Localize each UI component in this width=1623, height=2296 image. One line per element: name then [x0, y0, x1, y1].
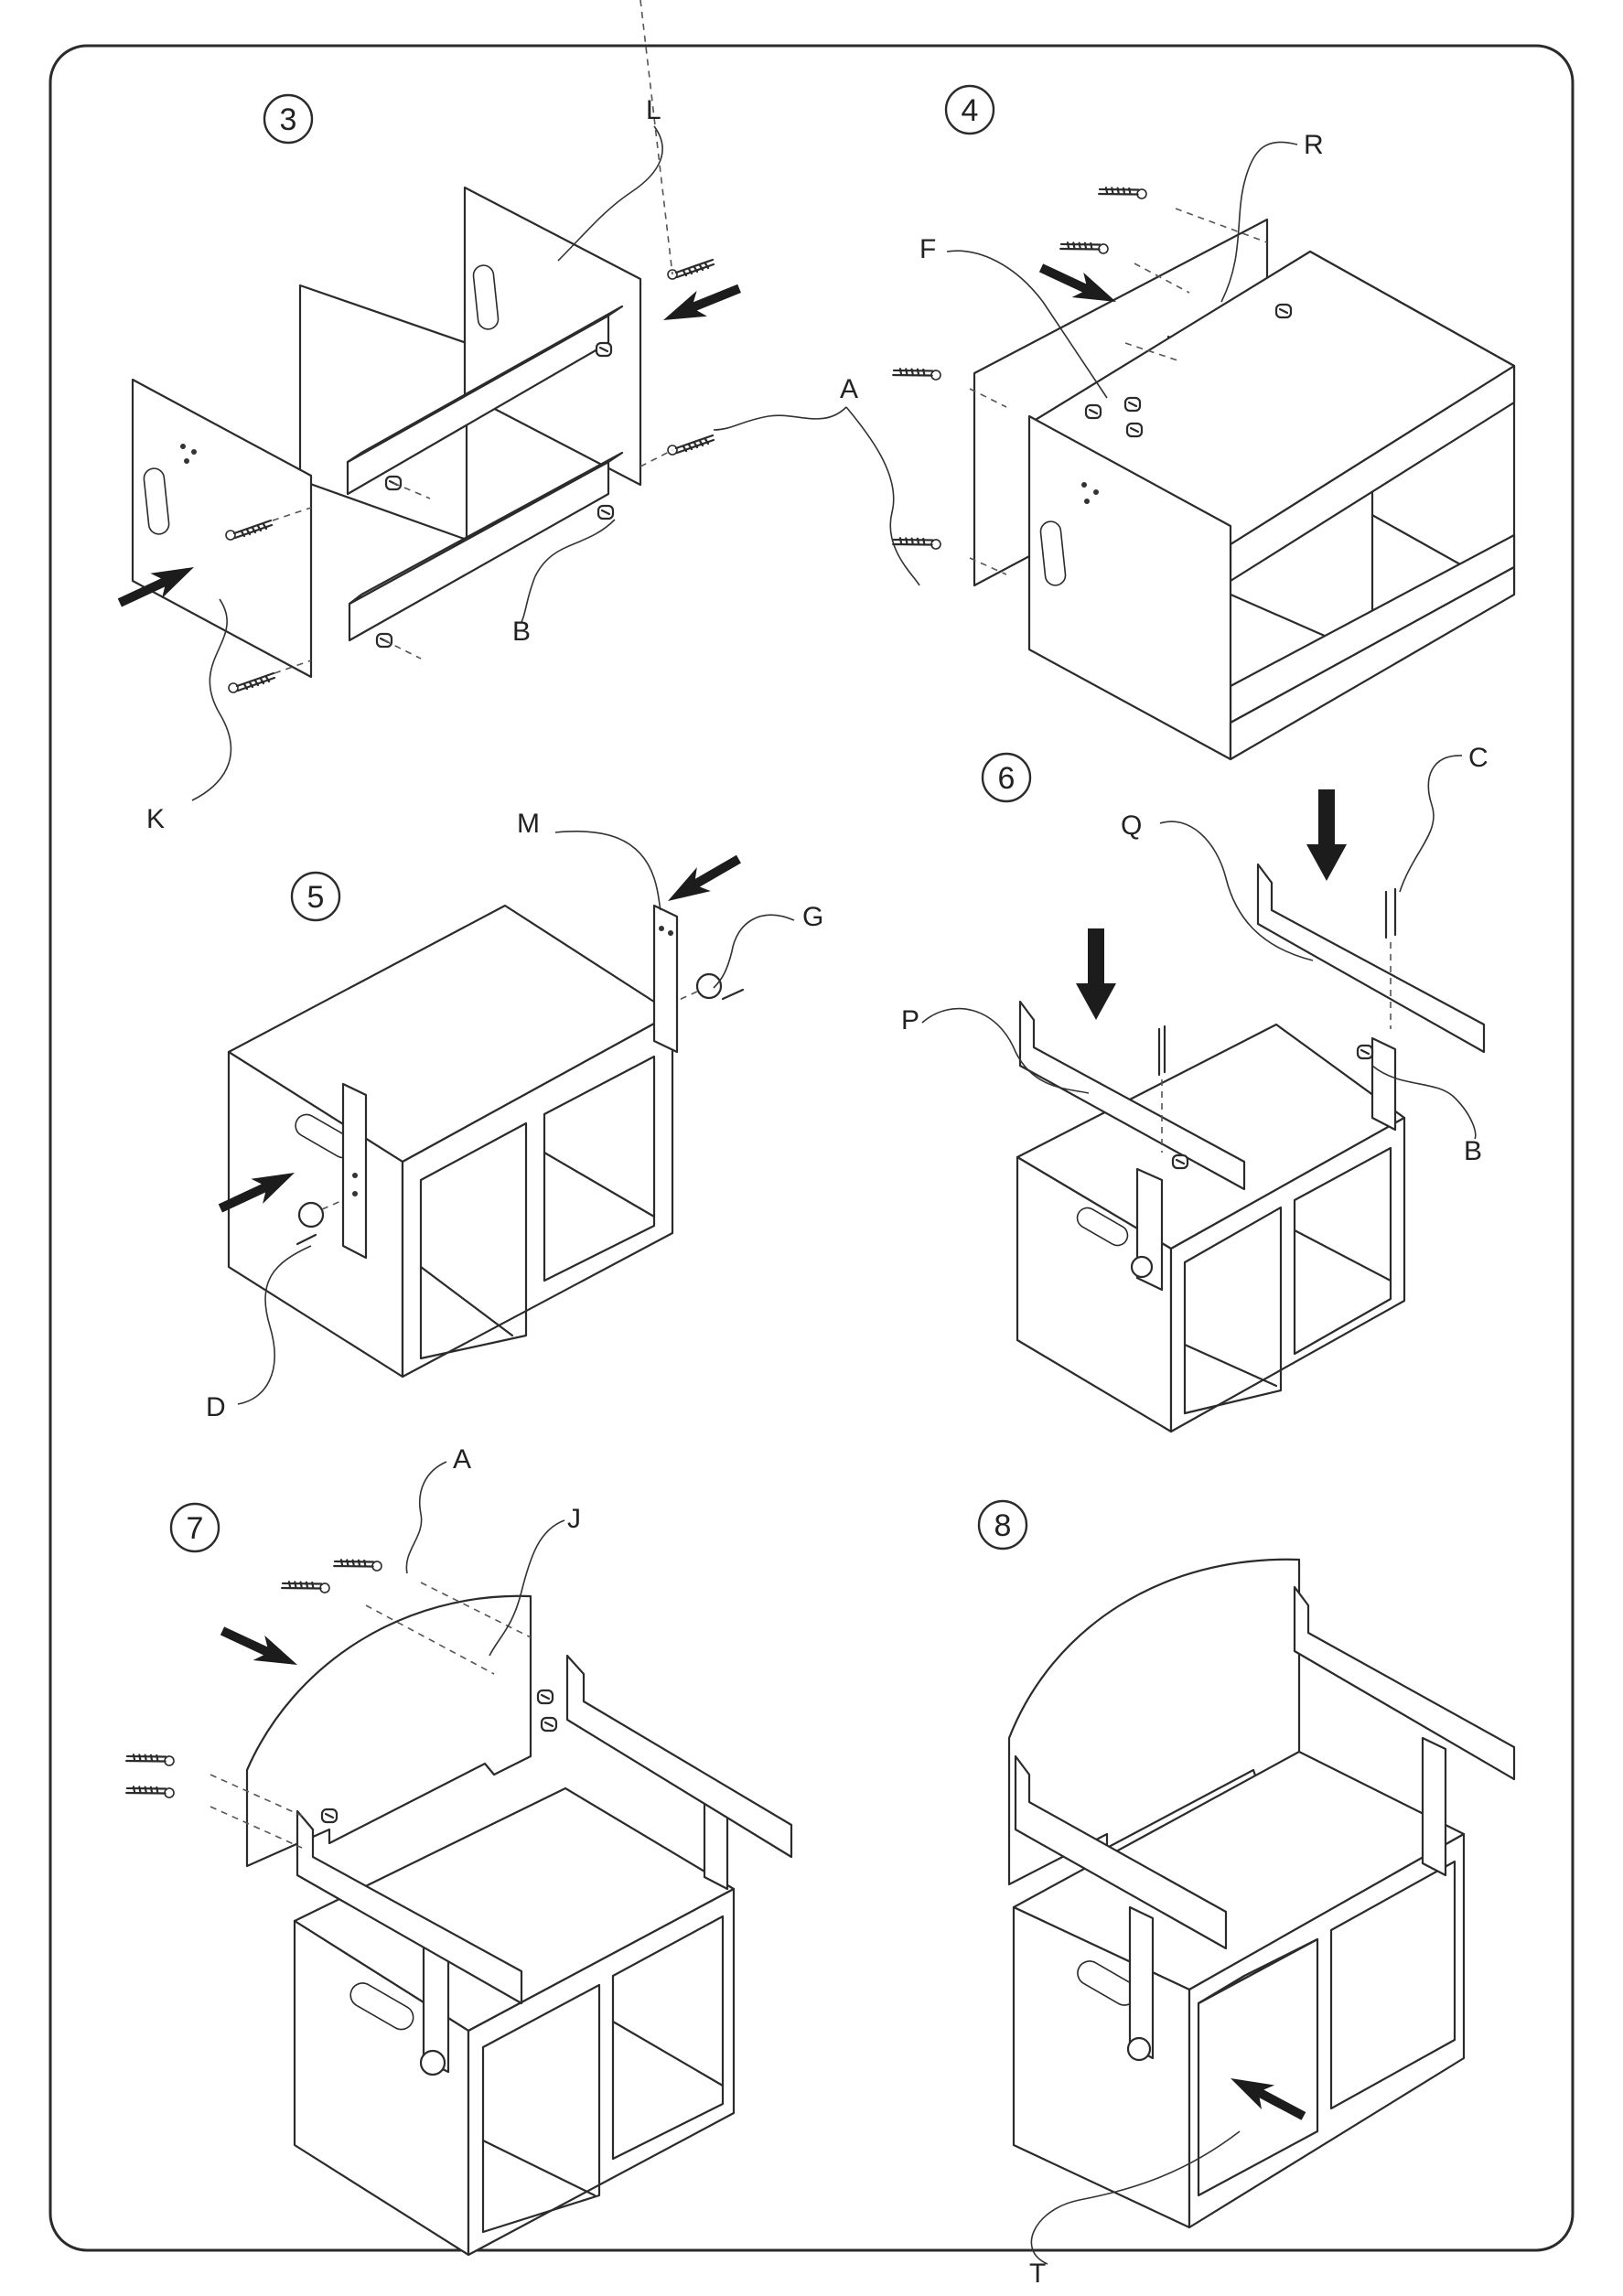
knob-icon — [676, 972, 723, 1002]
insert-arrow-icon — [1306, 789, 1347, 881]
step-3-diagram: 3 L — [113, 0, 920, 834]
label-L: L — [646, 95, 661, 125]
label-B: B — [1464, 1136, 1482, 1166]
label-C: C — [1468, 743, 1489, 773]
insert-arrow-icon — [661, 847, 746, 913]
label-A: A — [840, 374, 858, 404]
step-8-diagram: 8 T — [977, 1499, 1516, 2289]
side-panel-L — [463, 186, 642, 487]
step-number-8: 8 — [977, 1499, 1028, 1550]
step-7-diagram: 7 A J — [124, 1444, 793, 2257]
armrest-Q — [1256, 863, 1486, 1054]
step-number-5: 5 — [290, 871, 341, 922]
side-panel-K — [131, 378, 313, 679]
label-R: R — [1304, 130, 1324, 160]
label-F: F — [919, 234, 936, 264]
svg-text:5: 5 — [307, 880, 325, 915]
step-number-7: 7 — [169, 1502, 220, 1553]
screw-icon — [1157, 887, 1397, 1077]
label-B: B — [512, 617, 531, 647]
svg-text:3: 3 — [280, 102, 297, 137]
step-6-diagram: 6 C Q P — [901, 743, 1489, 1433]
svg-text:7: 7 — [187, 1511, 204, 1546]
armrest-P — [1018, 1000, 1246, 1191]
svg-text:6: 6 — [998, 761, 1016, 796]
insert-arrow-icon — [1076, 928, 1116, 1020]
label-D: D — [206, 1392, 226, 1422]
step-number-4: 4 — [944, 84, 995, 135]
arm-support-left — [341, 1082, 368, 1260]
step-4-diagram: 4 R — [891, 84, 1516, 761]
label-A: A — [453, 1444, 471, 1475]
insert-arrow-icon — [658, 275, 745, 332]
label-M: M — [517, 809, 540, 839]
step-number-6: 6 — [981, 752, 1032, 803]
cabinet-front — [401, 1012, 674, 1379]
label-G: G — [802, 902, 823, 932]
step-5-diagram: 5 M G D — [206, 809, 823, 1422]
label-T: T — [1029, 2258, 1046, 2289]
arm-support-M — [652, 904, 679, 1054]
knob-icon — [297, 1199, 344, 1228]
backrest-J — [245, 1594, 532, 1868]
label-J: J — [567, 1504, 581, 1534]
step-number-3: 3 — [263, 93, 314, 145]
page-border — [48, 44, 1575, 2252]
label-P: P — [901, 1005, 919, 1035]
svg-text:4: 4 — [962, 93, 979, 128]
insert-arrow-icon — [216, 1618, 303, 1679]
label-Q: Q — [1121, 810, 1142, 841]
label-K: K — [146, 804, 165, 834]
svg-text:8: 8 — [994, 1508, 1012, 1543]
